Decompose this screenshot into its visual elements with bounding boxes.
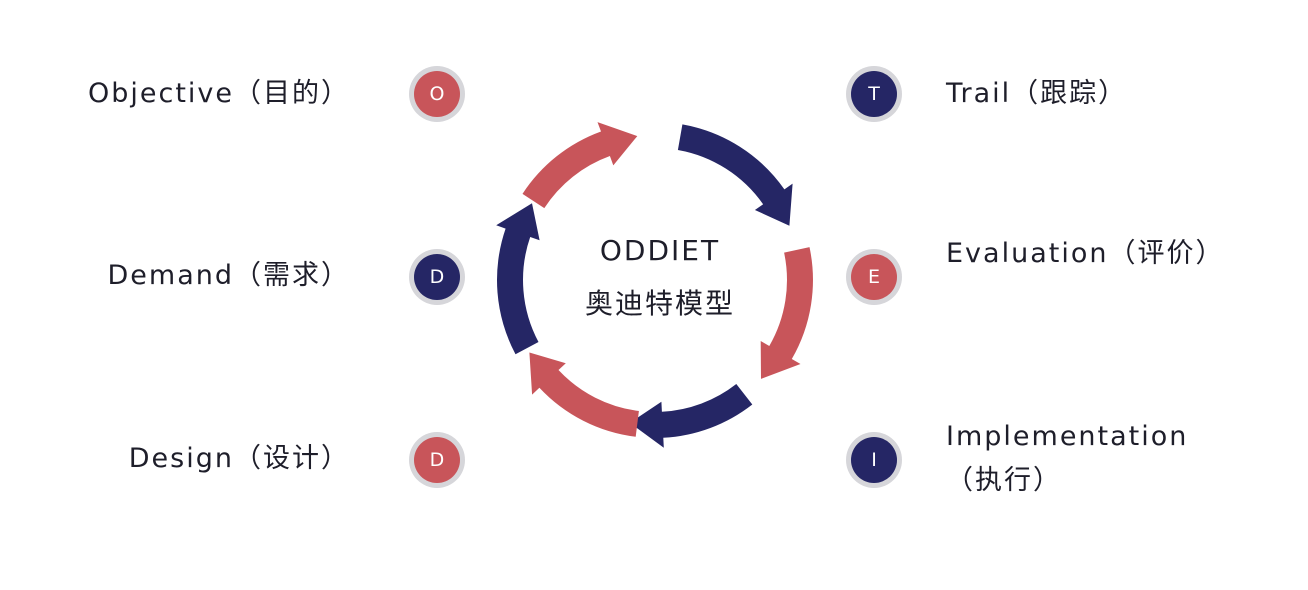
badge-objective: O bbox=[409, 66, 465, 122]
badge-demand: D bbox=[409, 249, 465, 305]
badge-trail: T bbox=[846, 66, 902, 122]
badge-evaluation-letter: E bbox=[851, 254, 897, 300]
badge-implementation: I bbox=[846, 432, 902, 488]
label-design: Design（设计） bbox=[128, 443, 350, 474]
badge-demand-letter: D bbox=[414, 254, 460, 300]
arrow-right bbox=[760, 247, 813, 379]
arrow-bottom-left bbox=[529, 352, 639, 437]
label-objective: Objective（目的） bbox=[87, 78, 350, 109]
badge-implementation-letter: I bbox=[851, 437, 897, 483]
arrow-bottom-right bbox=[629, 384, 753, 448]
label-implementation: Implementation（执行） bbox=[946, 421, 1189, 496]
badge-design: D bbox=[409, 432, 465, 488]
badge-trail-letter: T bbox=[851, 71, 897, 117]
badge-objective-letter: O bbox=[414, 71, 460, 117]
label-demand: Demand（需求） bbox=[107, 260, 350, 291]
badge-evaluation: E bbox=[846, 249, 902, 305]
arrow-top-right bbox=[677, 124, 793, 226]
center-subtitle: 奥迪特模型 bbox=[584, 287, 735, 320]
center-title: ODDIET bbox=[599, 234, 721, 267]
arrow-left bbox=[496, 203, 540, 355]
badge-design-letter: D bbox=[414, 437, 460, 483]
arrow-top-left bbox=[522, 122, 638, 209]
label-evaluation: Evaluation（评价） bbox=[946, 238, 1225, 269]
label-trail: Trail（跟踪） bbox=[946, 78, 1128, 109]
